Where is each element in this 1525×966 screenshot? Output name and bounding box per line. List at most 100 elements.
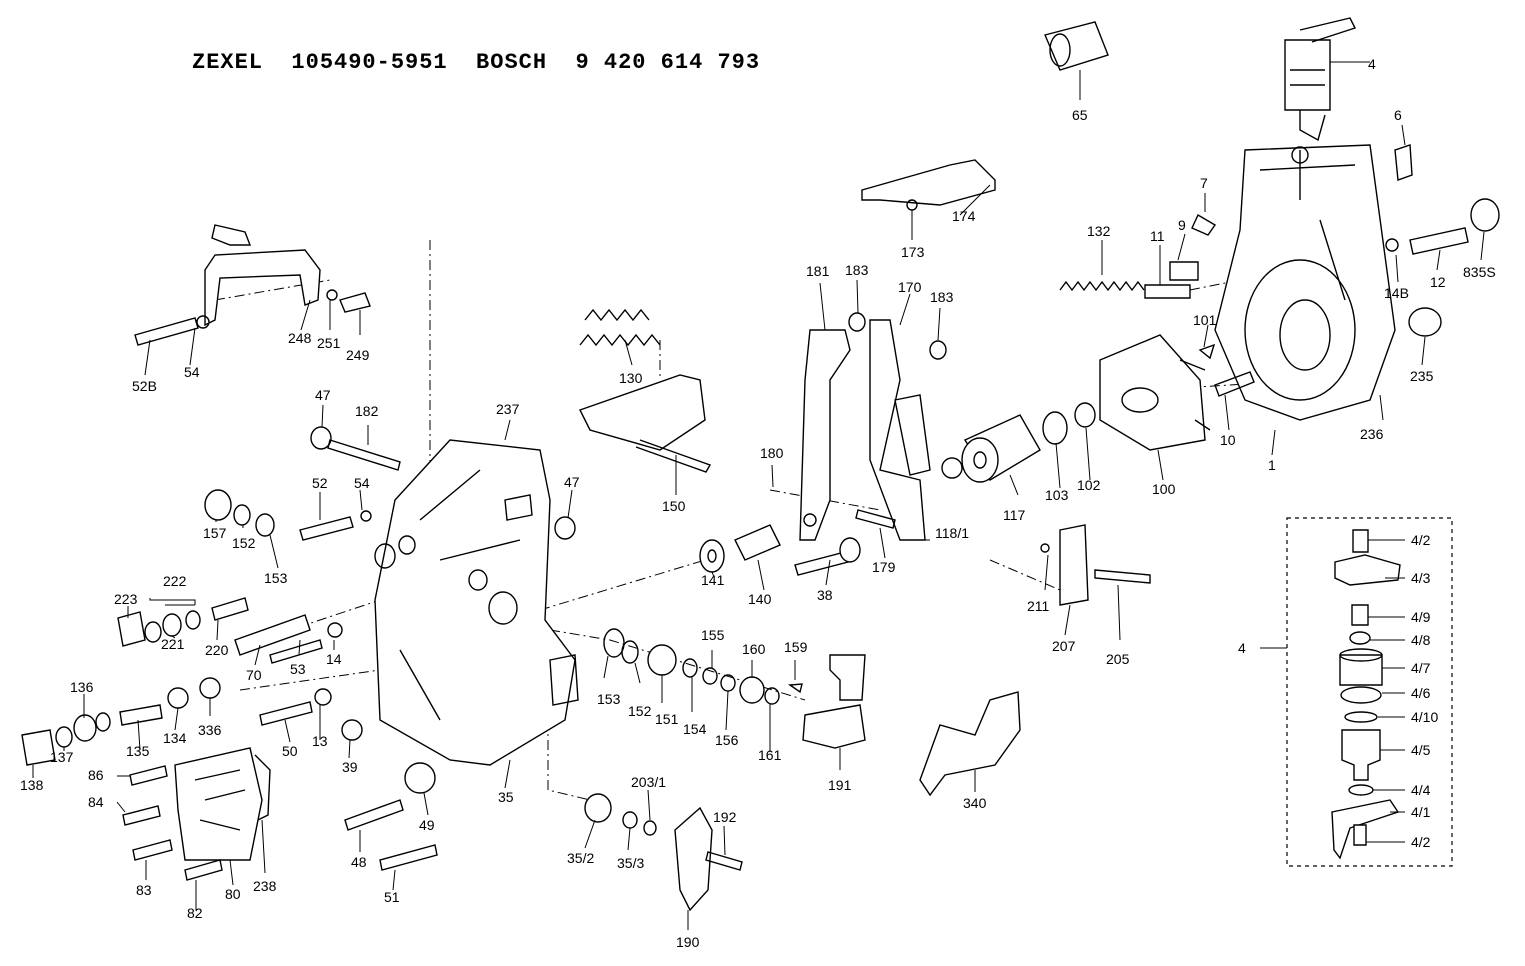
label-detail-4-6: 4/6 [1411, 685, 1431, 701]
label-340: 340 [963, 795, 987, 811]
label-153-a: 153 [264, 570, 288, 586]
label-152-a: 152 [232, 535, 256, 551]
label-235: 235 [1410, 368, 1434, 384]
label-181: 181 [806, 263, 830, 279]
part-205-pin [1094, 569, 1151, 584]
label-14B: 14B [1384, 285, 1409, 301]
part-141-washer [699, 539, 725, 573]
part-170-lever [869, 319, 931, 541]
label-151: 151 [655, 711, 679, 727]
label-10: 10 [1220, 432, 1236, 448]
label-203-1: 203/1 [631, 774, 666, 790]
part-10-bolt [1214, 371, 1255, 397]
part-38-screw [794, 537, 861, 576]
label-51: 51 [384, 889, 400, 905]
part-181-lever [799, 329, 851, 541]
label-54-b: 54 [354, 475, 370, 491]
part-183-bushings [848, 312, 947, 360]
label-191: 191 [828, 777, 852, 793]
part-number-labels: 4 65 6 7 9 11 132 14B 12 835S 101 235 23… [20, 56, 1496, 950]
label-12: 12 [1430, 274, 1446, 290]
label-238: 238 [253, 878, 277, 894]
label-251: 251 [317, 335, 341, 351]
label-80: 80 [225, 886, 241, 902]
label-52: 52 [312, 475, 328, 491]
label-205: 205 [1106, 651, 1130, 667]
part-12-835S-screw [1385, 198, 1500, 255]
label-190: 190 [676, 934, 700, 950]
label-138: 138 [20, 777, 44, 793]
label-6: 6 [1394, 107, 1402, 123]
part-151-161-parts [603, 628, 803, 705]
label-35: 35 [498, 789, 514, 805]
part-50-13-39 [259, 688, 363, 741]
label-38: 38 [817, 587, 833, 603]
label-83: 83 [136, 882, 152, 898]
label-183-a: 183 [845, 262, 869, 278]
part-82-86-bolts [122, 765, 223, 881]
part-220-223-assembly [117, 597, 249, 647]
label-detail-4-4: 4/4 [1411, 782, 1431, 798]
part-35-parts [584, 793, 657, 836]
part-191-lever [802, 654, 866, 749]
label-1: 1 [1268, 457, 1276, 473]
part-134-138-assembly [21, 677, 221, 766]
label-173: 173 [901, 244, 925, 260]
label-54-a: 54 [184, 364, 200, 380]
part-4-governor-cover [1284, 17, 1370, 142]
label-7: 7 [1200, 175, 1208, 191]
label-132: 132 [1087, 223, 1111, 239]
label-103: 103 [1045, 487, 1069, 503]
label-49: 49 [419, 817, 435, 833]
label-4: 4 [1368, 56, 1376, 72]
part-52B-bolt [134, 315, 210, 346]
label-157: 157 [203, 525, 227, 541]
label-153-b: 153 [597, 691, 621, 707]
label-135: 135 [126, 743, 150, 759]
label-183-b: 183 [930, 289, 954, 305]
part-52-bolt [299, 510, 372, 541]
part-174-lever [861, 159, 996, 211]
label-102: 102 [1077, 477, 1101, 493]
label-100: 100 [1152, 481, 1176, 497]
label-13: 13 [312, 733, 328, 749]
part-117-sleeve [941, 414, 1041, 483]
label-detail-4-3: 4/3 [1411, 570, 1431, 586]
label-70: 70 [246, 667, 262, 683]
label-223: 223 [114, 591, 138, 607]
part-7-9-11-bolts [1144, 214, 1217, 299]
part-65-nut [1044, 21, 1109, 100]
part-157-152-153 [204, 489, 275, 537]
part-237-pump-housing [374, 439, 579, 766]
label-101: 101 [1193, 312, 1217, 328]
label-9: 9 [1178, 217, 1186, 233]
label-150: 150 [662, 498, 686, 514]
part-48-49-51 [344, 762, 438, 871]
detail-box-part-4 [1260, 517, 1453, 867]
label-221: 221 [161, 636, 185, 652]
part-248-bracket [204, 224, 321, 327]
part-132-spring [1059, 280, 1145, 292]
part-340-bracket [919, 691, 1021, 797]
label-174: 174 [952, 208, 976, 224]
label-182: 182 [355, 403, 379, 419]
part-150-shaft-lever [579, 374, 712, 473]
label-248: 248 [288, 330, 312, 346]
label-180: 180 [760, 445, 784, 461]
label-137: 137 [50, 749, 74, 765]
label-130: 130 [619, 370, 643, 386]
part-140-spring [734, 524, 781, 561]
part-211-clip [1040, 543, 1050, 553]
label-detail-4-1: 4/1 [1411, 804, 1431, 820]
part-182-47-pin [310, 426, 576, 540]
part-100-flyweight [1099, 334, 1211, 451]
part-70-53-pin [234, 614, 343, 664]
label-48: 48 [351, 854, 367, 870]
label-211: 211 [1027, 598, 1050, 614]
part-102-103-washers [1042, 402, 1096, 445]
part-1-governor-housing [1214, 144, 1413, 421]
label-155: 155 [701, 627, 725, 643]
label-336: 336 [198, 722, 222, 738]
label-35-3: 35/3 [617, 855, 644, 871]
